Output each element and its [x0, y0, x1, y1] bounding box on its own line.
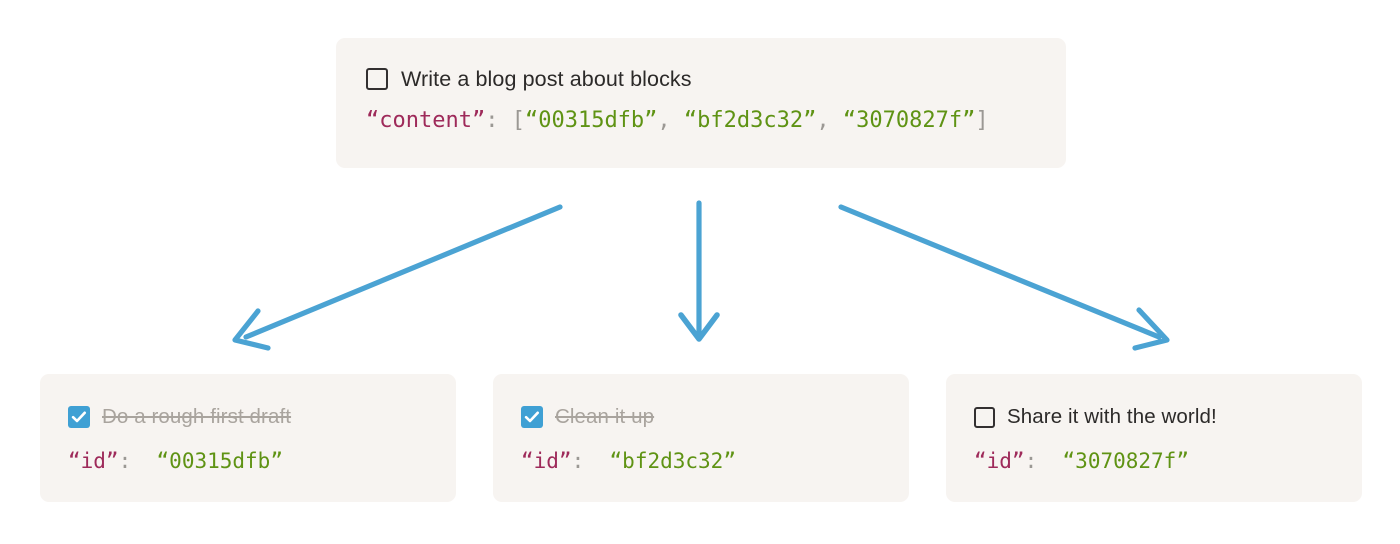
- code-space-1: [498, 108, 511, 133]
- child-block-card-1: Do a rough first draft “id”: “00315dfb”: [40, 374, 456, 502]
- child-todo-row-3: Share it with the world!: [974, 402, 1334, 432]
- code-value: “3070827f”: [1062, 449, 1189, 473]
- parent-code-line: “content”: [“00315dfb”, “bf2d3c32”, “307…: [366, 106, 1036, 136]
- child-todo-label-1: Do a rough first draft: [102, 405, 292, 428]
- child-todo-row-1: Do a rough first draft: [68, 402, 428, 432]
- child-block-card-2: Clean it up “id”: “bf2d3c32”: [493, 374, 909, 502]
- child-code-line-3: “id”: “3070827f”: [974, 446, 1334, 476]
- parent-todo-label: Write a blog post about blocks: [401, 67, 692, 91]
- code-colon: :: [571, 449, 585, 473]
- parent-todo-row: Write a blog post about blocks: [366, 64, 1036, 94]
- code-key: “id”: [521, 449, 572, 473]
- child-todo-label-3: Share it with the world!: [1007, 405, 1217, 428]
- code-value-1: “bf2d3c32”: [683, 108, 817, 133]
- code-key: “id”: [974, 449, 1025, 473]
- code-open-bracket: [: [511, 108, 525, 133]
- code-colon: :: [485, 108, 499, 133]
- code-separator-0: ,: [657, 108, 684, 133]
- code-space: [584, 449, 609, 473]
- checkbox-checked-icon[interactable]: [68, 406, 90, 428]
- code-space: [131, 449, 156, 473]
- child-block-card-3: Share it with the world! “id”: “3070827f…: [946, 374, 1362, 502]
- code-separator-1: ,: [816, 108, 843, 133]
- checkbox-checked-icon[interactable]: [521, 406, 543, 428]
- checkbox-unchecked-icon[interactable]: [366, 68, 388, 90]
- code-value: “00315dfb”: [156, 449, 283, 473]
- code-key: “content”: [366, 108, 486, 133]
- code-colon: :: [1024, 449, 1038, 473]
- child-code-line-2: “id”: “bf2d3c32”: [521, 446, 881, 476]
- child-todo-label-2: Clean it up: [555, 405, 655, 428]
- code-colon: :: [118, 449, 132, 473]
- code-value-0: “00315dfb”: [524, 108, 658, 133]
- code-value: “bf2d3c32”: [609, 449, 736, 473]
- code-close-bracket: ]: [975, 108, 989, 133]
- child-code-line-1: “id”: “00315dfb”: [68, 446, 428, 476]
- arrow-to-third-child: [838, 204, 1170, 351]
- code-key: “id”: [68, 449, 119, 473]
- checkbox-unchecked-icon[interactable]: [974, 406, 995, 428]
- code-value-2: “3070827f”: [842, 108, 976, 133]
- arrow-to-second-child: [678, 200, 720, 342]
- parent-block-card: Write a blog post about blocks “content”…: [336, 38, 1066, 168]
- child-todo-row-2: Clean it up: [521, 402, 881, 432]
- arrow-to-first-child: [232, 204, 563, 351]
- code-space: [1037, 449, 1062, 473]
